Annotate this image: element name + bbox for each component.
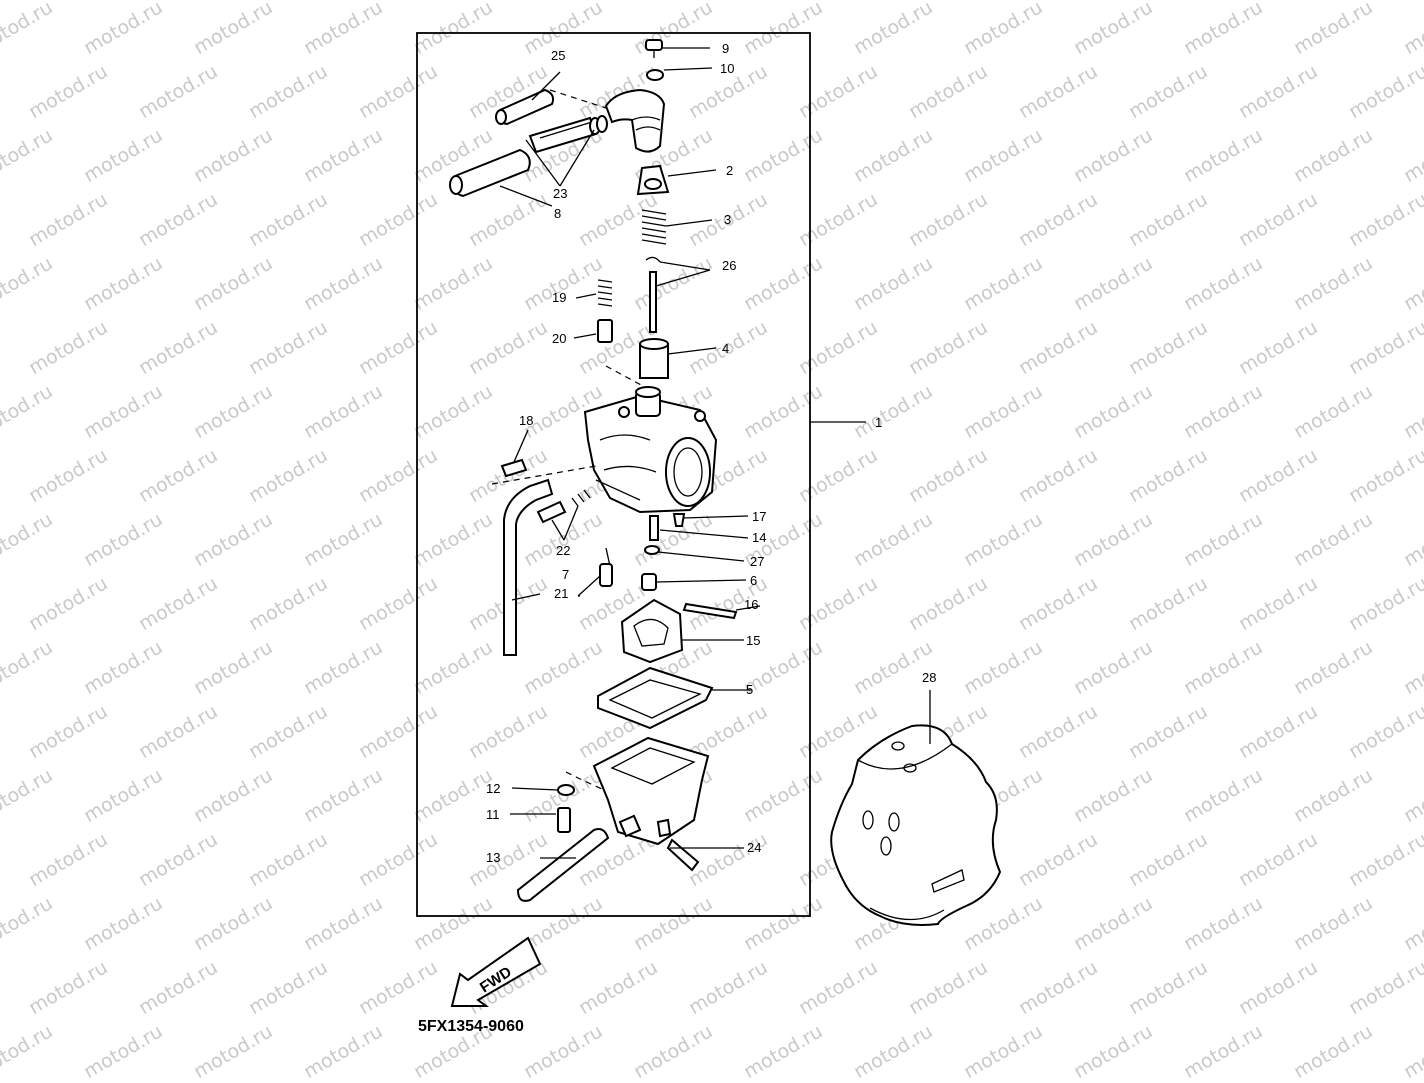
fwd-arrow: FWD (450, 936, 542, 1007)
label-17: 17 (752, 509, 766, 524)
label-10: 10 (720, 61, 734, 76)
label-16: 16 (744, 597, 758, 612)
float-bowl (592, 736, 710, 846)
label-22: 22 (556, 543, 570, 558)
label-24: 24 (747, 840, 761, 855)
label-7: 7 (562, 567, 569, 582)
label-12: 12 (486, 781, 500, 796)
label-8: 8 (554, 206, 561, 221)
part-12-washer (557, 784, 575, 796)
label-21: 21 (554, 586, 568, 601)
label-2: 2 (726, 163, 733, 178)
leader-dashed-bowl (565, 771, 605, 791)
part-22-screw-spring (536, 489, 591, 524)
label-1: 1 (875, 415, 882, 430)
elbow-joint (604, 88, 666, 153)
part-19-spring (597, 279, 613, 307)
label-28: 28 (922, 670, 936, 685)
part-11-screw (557, 807, 571, 833)
label-9: 9 (722, 41, 729, 56)
label-11: 11 (486, 807, 500, 822)
carburetor-body (583, 386, 718, 514)
leader-lines (499, 47, 931, 859)
part-21-hose (503, 478, 554, 656)
assembly-frame (416, 32, 811, 917)
part-4-throttle-valve (639, 338, 669, 379)
part-26-clip-needle (645, 256, 661, 333)
part-18-screw (500, 458, 528, 478)
label-5: 5 (746, 682, 753, 697)
part-25-cap (495, 88, 555, 126)
label-25: 25 (551, 48, 565, 63)
label-4: 4 (722, 341, 729, 356)
part-20-sleeve (597, 319, 613, 343)
diagram-code: 5FX1354-9060 (418, 1018, 524, 1035)
label-3: 3 (724, 212, 731, 227)
part-24-screw (666, 838, 700, 872)
part-23-tube (528, 115, 608, 154)
label-6: 6 (750, 573, 757, 588)
label-26: 26 (722, 258, 736, 273)
part-13-drain-hose (516, 828, 610, 902)
part-15-float (620, 598, 684, 664)
label-23: 23 (553, 186, 567, 201)
part-28-boot (830, 724, 1002, 926)
part-16-pin (682, 602, 738, 620)
label-20: 20 (552, 331, 566, 346)
label-14: 14 (752, 530, 766, 545)
part-9-screw (645, 39, 663, 58)
part-5-gasket (597, 666, 714, 730)
label-19: 19 (552, 290, 566, 305)
label-15: 15 (746, 633, 760, 648)
part-10-washer (646, 69, 664, 81)
leader-25-dashed (549, 89, 607, 109)
part-14-jet (649, 515, 659, 541)
part-6-needle-valve (641, 573, 657, 591)
part-27-washer (644, 545, 660, 555)
label-18: 18 (519, 413, 533, 428)
callout-numbers: 9 10 25 2 23 8 3 26 19 20 4 1 18 17 14 2… (486, 41, 936, 865)
part-17-jet (672, 513, 686, 527)
label-13: 13 (486, 850, 500, 865)
part-2-cap (636, 164, 670, 196)
part-3-spring (641, 209, 667, 245)
label-27: 27 (750, 554, 764, 569)
part-7-screw (599, 547, 613, 587)
part-8-pipe (449, 148, 531, 198)
